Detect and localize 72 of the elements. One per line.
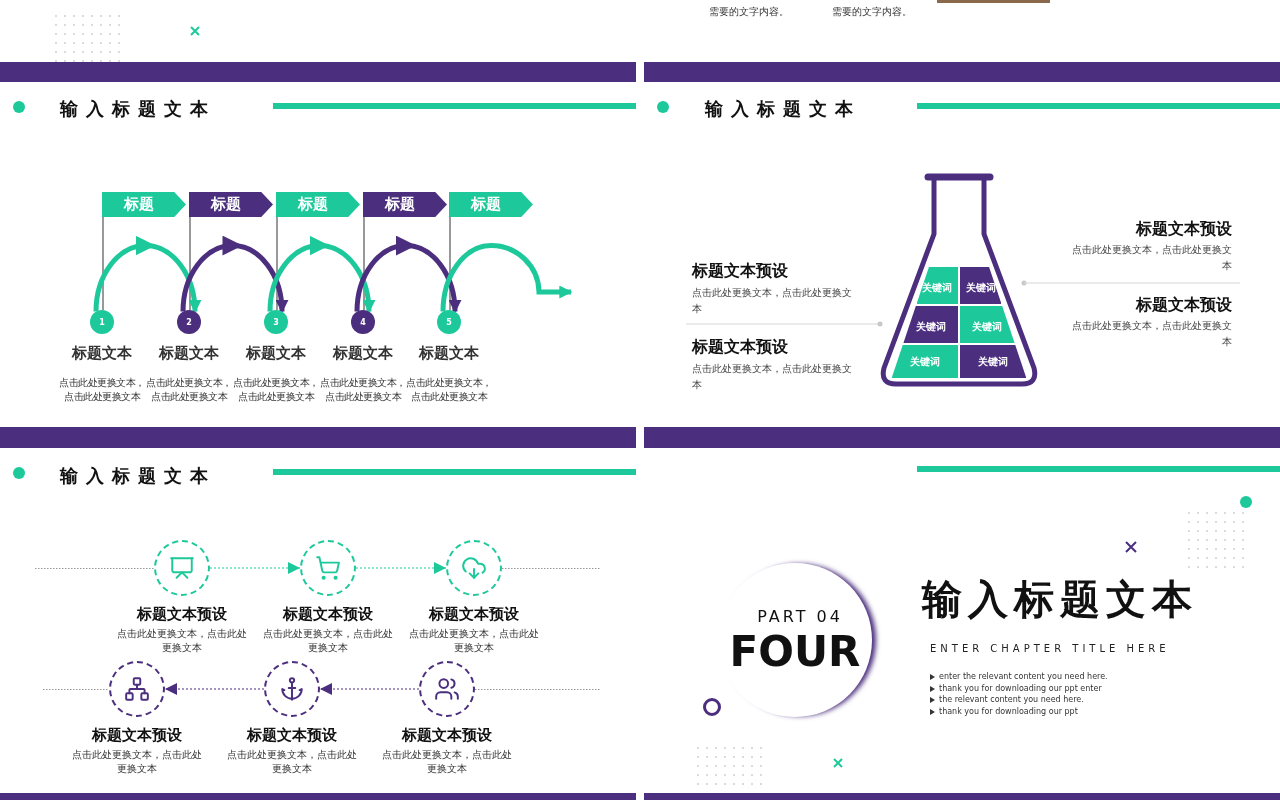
flag-banner: 标题: [189, 192, 273, 217]
curved-arrow: [180, 236, 289, 312]
slide-heading: 输入标题文本: [60, 464, 216, 488]
step-description: 点击此处更换文本，点击此处更换文本: [262, 627, 394, 655]
arrow: [209, 562, 301, 574]
text-heading: 标题文本预设: [1134, 295, 1232, 316]
step-number-circle: 1: [90, 310, 114, 334]
description-text: 点击此处更换文本，点击此处更换文本: [1071, 243, 1232, 273]
description-text: 点击此处更换文本，点击此处更换文本: [1071, 319, 1232, 349]
slide-divider-bar: [644, 62, 1280, 82]
step-description: 点击此处更换文本，点击此处更换文本: [58, 376, 146, 404]
step-number-circle: 3: [264, 310, 288, 334]
slide-divider-bar: [644, 427, 1280, 448]
arrow: [319, 683, 420, 695]
step-title: 标题文本预设: [90, 726, 183, 745]
part-number: PART 04: [756, 607, 844, 626]
text-heading: 标题文本预设: [692, 337, 789, 358]
slide-heading: 输入标题文本: [60, 97, 216, 121]
flag-banner: 标题: [102, 192, 186, 217]
description-text: 点击此处更换文本，点击此处更换文本: [692, 362, 853, 392]
description-text: 点击此处更换文本，点击此处更换文本: [692, 286, 853, 316]
puzzle-piece: 关键词: [891, 345, 958, 378]
curved-arrow: [354, 236, 462, 312]
step-title: 标题文本: [157, 344, 220, 363]
slide-divider-bar: [0, 793, 636, 800]
step-title: 标题文本: [244, 344, 307, 363]
slide-divider-bar: [0, 427, 636, 448]
step-title: 标题文本: [331, 344, 394, 363]
flag-banner: 标题: [449, 192, 533, 217]
step-description: 点击此处更换文本，点击此处更换文本: [116, 627, 248, 655]
step-description: 点击此处更换文本，点击此处更换文本: [226, 748, 358, 776]
bullet-text: the relevant content you need here.: [939, 695, 1084, 704]
bullet-text: enter the relevant content you need here.: [939, 672, 1108, 681]
step-description: 点击此处更换文本，点击此处更换文本: [408, 627, 540, 655]
step-number-circle: 5: [437, 310, 461, 334]
step-description: 点击此处更换文本，点击此处更换文本: [71, 748, 203, 776]
slide-divider-bar: [0, 62, 636, 82]
flag-banner: 标题: [363, 192, 447, 217]
slide-divider-bar: [644, 793, 1280, 800]
bullet-text: thank you for downloading our ppt enter: [939, 684, 1102, 693]
step-title: 标题文本预设: [135, 605, 228, 624]
arrow: [355, 562, 447, 574]
arrow: [164, 683, 265, 695]
section-number: FOUR: [728, 627, 862, 676]
body-text: 需要的文字内容。: [709, 5, 789, 19]
slide-heading: 输入标题文本: [705, 97, 861, 121]
body-text: 需要的文字内容。: [832, 5, 912, 19]
puzzle-piece: 关键词: [960, 306, 1015, 343]
step-title: 标题文本预设: [281, 605, 374, 624]
step-title: 标题文本: [70, 344, 133, 363]
step-description: 点击此处更换文本，点击此处更换文本: [381, 748, 513, 776]
puzzle-piece: 关键词: [960, 345, 1027, 378]
flag-pole: [102, 216, 104, 311]
curved-arrow: [267, 236, 376, 312]
flag-banner: 标题: [276, 192, 360, 217]
step-description: 点击此处更换文本，点击此处更换文本: [145, 376, 233, 404]
step-title: 标题文本预设: [400, 726, 493, 745]
curved-arrow: [440, 243, 573, 312]
section-title: 输入标题文本: [922, 575, 1198, 624]
step-number-circle: 4: [351, 310, 375, 334]
curved-arrow: [93, 236, 202, 312]
step-title: 标题文本: [417, 344, 480, 363]
text-heading: 标题文本预设: [692, 261, 789, 282]
step-description: 点击此处更换文本，点击此处更换文本: [319, 376, 407, 404]
step-number-circle: 2: [177, 310, 201, 334]
step-title: 标题文本预设: [245, 726, 338, 745]
section-subtitle: ENTER CHAPTER TITLE HERE: [930, 643, 1170, 654]
step-description: 点击此处更换文本，点击此处更换文本: [232, 376, 320, 404]
bullet-text: thank you for downloading our ppt: [939, 707, 1078, 716]
step-description: 点击此处更换文本，点击此处更换文本: [405, 376, 493, 404]
text-heading: 标题文本预设: [1134, 219, 1232, 240]
step-title: 标题文本预设: [427, 605, 520, 624]
